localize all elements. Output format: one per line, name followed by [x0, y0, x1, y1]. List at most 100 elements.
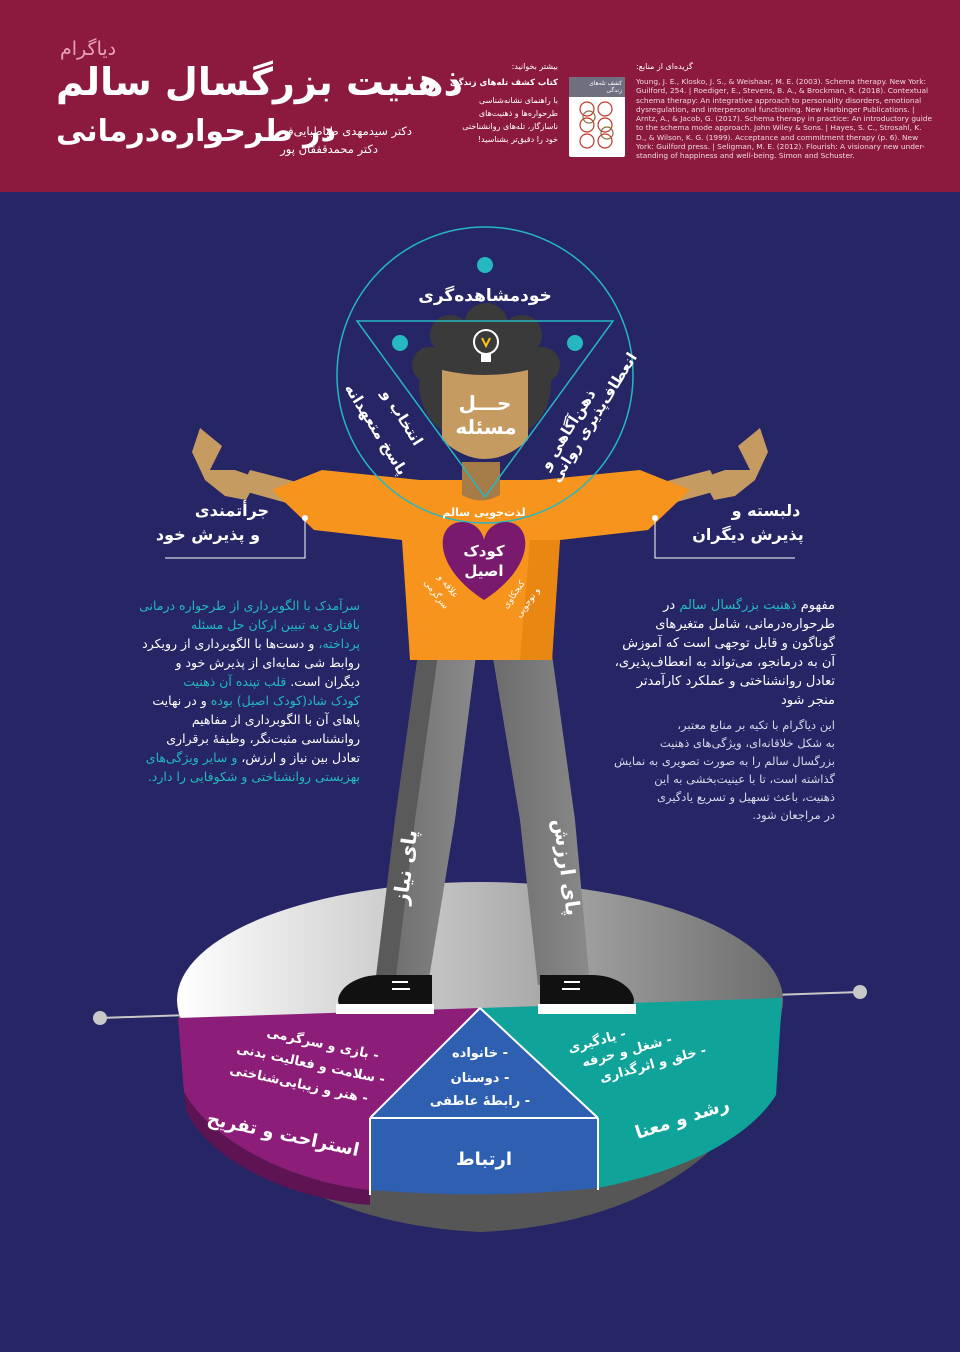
left-desc-line: دیگران است. قلب تپنده آن ذهنیت: [130, 672, 360, 691]
self-observation-label: خودمشاهده‌گری: [418, 285, 552, 306]
shoe-right: [538, 975, 636, 1014]
center-problem-solving-1: حـــل: [459, 391, 512, 415]
segment-growth[interactable]: [480, 998, 782, 1188]
right-desc-highlight: ذهنیت بزرگسال سالم: [679, 598, 797, 613]
left-desc-line: پرداخته، و دست‌ها با الگوبرداری از رویکر…: [130, 634, 360, 653]
leg-right-shape: [490, 640, 590, 985]
hair-curl-1: [412, 347, 448, 383]
left-hand-label-1: جرأتمندی: [195, 500, 269, 520]
page-title: ذهنیت بزرگسال سالم: [56, 60, 464, 104]
left-callout-dot: [302, 515, 308, 521]
left-desc-text: تعادل بین نیاز و ارزش،: [241, 750, 360, 765]
heart: [442, 522, 526, 600]
more-reading-line-3: ناسازگار، تله‌های روانشناختی: [462, 122, 558, 131]
face: [442, 370, 528, 459]
right-desc-line: طرحواره‌درمانی، شامل متغیرهای: [655, 617, 835, 632]
book-cover[interactable]: کشف تله‌های زندگی: [569, 77, 625, 157]
relation-item-2: - دوستان: [451, 1071, 510, 1086]
right-desc-line: مفهوم ذهنیت بزرگسال سالم در: [605, 596, 835, 615]
reference-line: dysregulation, and interpersonal functio…: [636, 104, 915, 114]
relation-item-1: - خانواده: [452, 1046, 508, 1061]
mind-circle: [336, 226, 634, 524]
glasses-icon: [579, 101, 614, 149]
right-desc-line: آن به درمانجو، می‌تواند به انعطاف‌پذیری،: [614, 655, 835, 670]
right-desc-line: تعادل روانشناختی و عملکرد کارآمدتر: [636, 674, 835, 689]
left-desc-highlight: کودک شاد(کودک اصیل) بوده: [210, 693, 360, 708]
hair-curl-3: [430, 315, 470, 355]
diagram-illustration: استراحت و تفریح - بازی و سرگرمی - سلامت …: [93, 226, 867, 1232]
right-hand-label-1: دلبسته و: [731, 501, 801, 520]
right-desc-line: گوناگون و قابل توجهی است که آموزش: [622, 636, 835, 651]
right-desc-note-line: گذاشته است، تا با عینیت‌بخشی به این: [654, 772, 835, 786]
more-reading-title: بیشتر بخوانید:: [511, 62, 558, 71]
left-desc-line: روانشناسی مثبت‌نگر، وظیفهٔ برقراری: [166, 731, 360, 746]
figure-legs: [375, 640, 590, 985]
shoe-left: [336, 975, 434, 1014]
rod-end-right: [853, 985, 867, 999]
left-desc-line: سرآمدک با الگوبرداری از طرحواره درمانی: [139, 598, 360, 613]
right-desc-text: در: [663, 598, 680, 613]
left-desc-highlight: و سایر ویژگی‌های: [145, 750, 242, 765]
heart-label-1: کودک: [463, 542, 504, 560]
rod-end-left: [93, 1011, 107, 1025]
left-desc-line: تعادل بین نیاز و ارزش، و سایر ویژگی‌های: [130, 748, 360, 767]
left-callout-line: [165, 518, 306, 559]
segment-leisure-dark: [184, 1092, 370, 1205]
hair-curl-2: [524, 347, 560, 383]
segment-leisure[interactable]: [178, 1008, 480, 1190]
center-problem-solving-2: مسئله: [455, 415, 516, 439]
right-desc-note-line: بزرگسال سالم را به صورت تصویری به نمایش: [613, 754, 835, 768]
left-desc-line: کودک شاد(کودک اصیل) بوده و در نهایت: [130, 691, 360, 710]
reference-line: schema therapy: An integrative approach …: [636, 95, 922, 105]
more-reading-book: کتاب کشف تله‌های زندگی: [450, 78, 558, 88]
lightbulb-icon: [473, 329, 499, 362]
more-reading-line-4: خود را دقیق‌تر بشناسید!: [477, 135, 558, 144]
hair-curl-5: [464, 303, 508, 347]
left-desc-text: و دست‌ها با الگوبرداری از رویکرد: [142, 636, 319, 651]
references-title: گزیده‌ای از منابع:: [636, 62, 693, 71]
mind-triangle: [355, 320, 615, 499]
right-desc-note-line: به شکل خلاقانه‌ای، ویژگی‌های ذهنیت: [659, 736, 835, 750]
right-hand-label-2: پذیرش دیگران: [692, 525, 803, 545]
healthy-joy-label: لذت‌جویی سالم: [442, 506, 525, 519]
right-desc-note-line: این دیاگرام با تکیه بر منابع معتبر،: [677, 718, 835, 732]
hand-left: [192, 428, 258, 500]
dot-right: [567, 335, 583, 351]
reference-line: Young, J. E., Klosko, J. S., & Weishaar,…: [636, 77, 926, 86]
segment-divider-4: [369, 1007, 599, 1119]
diagram-label: دیاگرام: [60, 38, 117, 60]
left-desc-highlight: قلب تپنده آن ذهنیت: [183, 674, 291, 689]
right-callout-dot: [652, 515, 658, 521]
neck: [462, 462, 500, 501]
reference-line: D., & Wilson, K. G. (1999). Acceptance a…: [636, 132, 919, 142]
right-desc-text: مفهوم: [796, 598, 835, 613]
left-desc-text: و در نهایت: [152, 693, 211, 708]
dot-left: [392, 335, 408, 351]
references-list: Young, J. E., Klosko, J. S., & Weishaar,…: [636, 77, 936, 161]
reference-line: standing of happiness and well-being. Si…: [636, 151, 855, 161]
author-2: دکتر محمدقفقان پور: [280, 142, 378, 156]
left-hand-label-2: و پذیرش خود: [156, 525, 260, 545]
dot-top: [477, 257, 493, 273]
page-subtitle: در طرحواره‌درمانی: [56, 114, 336, 149]
left-desc-line: بافتاری به تبیین ارکان حل مسئله: [190, 617, 360, 632]
right-description: مفهوم ذهنیت بزرگسال سالم در طرحواره‌درما…: [605, 596, 835, 824]
left-description: سرآمدک با الگوبرداری از طرحواره درمانی ب…: [130, 596, 360, 786]
reference-line: Guilford, 254. | Roediger, E., Stevens, …: [636, 86, 929, 96]
hand-right: [702, 428, 768, 500]
reference-line: York: Guilford press. | Seligman, M. E. …: [636, 142, 925, 152]
book-cover-band: [569, 77, 625, 97]
base-disk: [177, 882, 783, 1232]
relation-item-3: - رابطهٔ عاطفی: [430, 1094, 530, 1109]
left-desc-line: روابط شی نمایه‌ای از پذیرش خود و: [175, 655, 360, 670]
reference-line: Arntz, A., & Jacob, G. (2017). Schema th…: [636, 114, 932, 124]
segment-relation[interactable]: [370, 1008, 598, 1195]
segment-relation-title: ارتباط: [456, 1149, 512, 1170]
reference-line: to the schema mode approach. John Wiley …: [636, 123, 922, 133]
more-reading-line-2: طرحواره‌ها و ذهنیت‌های: [478, 109, 558, 118]
book-cover-title: کشف تله‌های زندگی: [589, 80, 622, 94]
shirt-sleeve-shade: [520, 540, 560, 660]
author-1: دکتر سیدمهدی طباطبایی‌فر: [281, 124, 412, 138]
right-desc-note-line: در مراجعان شود.: [752, 808, 835, 822]
right-desc-note-line: ذهنیت، باعث تسهیل و تسریع یادگیری: [656, 790, 835, 804]
